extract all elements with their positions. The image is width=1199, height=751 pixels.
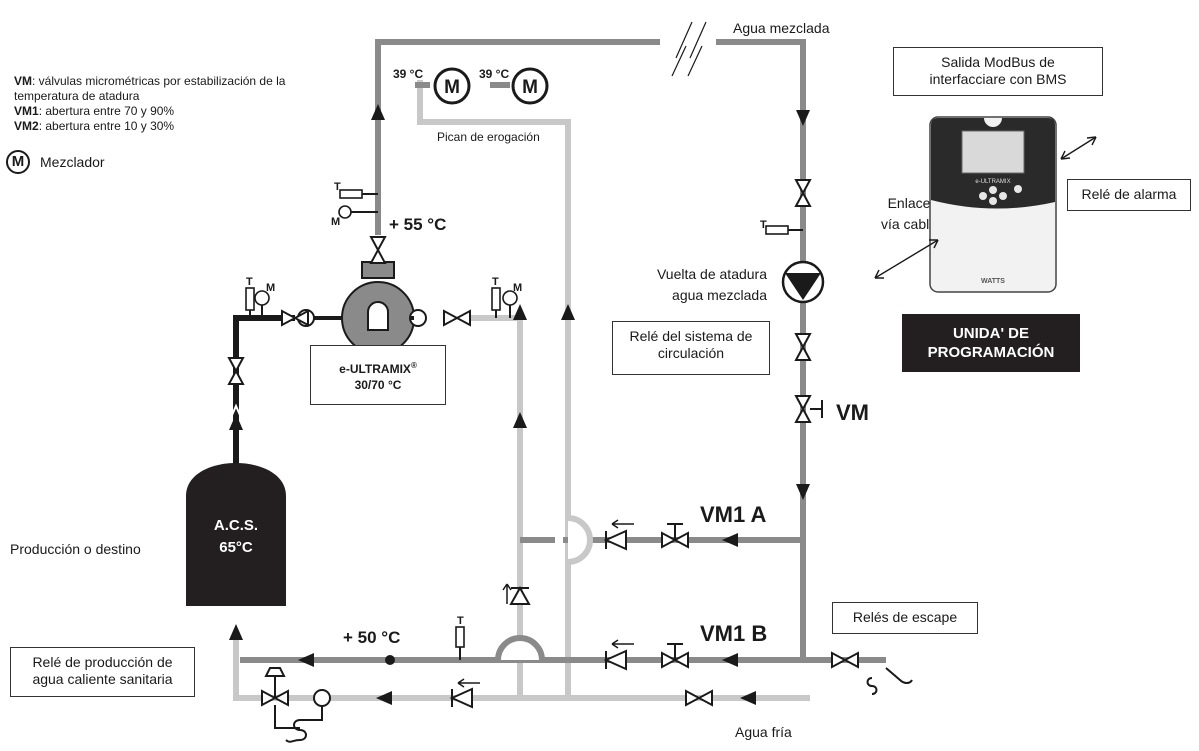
tank — [186, 463, 286, 606]
crossover-hump — [495, 635, 545, 661]
ultramix-label-box: e-ULTRAMIX®30/70 °C — [310, 345, 446, 405]
mixer-icon: M — [433, 67, 471, 105]
enlace-label-2: vía cable — [881, 216, 937, 232]
pump-icon — [781, 260, 825, 304]
link-arrows — [874, 136, 1097, 279]
temp-55-label: + 55 °C — [389, 215, 446, 234]
alarma-box: Relé de alarma — [1067, 179, 1191, 211]
flow-arrows — [229, 104, 810, 705]
legend-mixer-icon: M — [6, 150, 30, 174]
temp-39-a-label: 39 °C — [393, 67, 423, 81]
programming-unit-label: UNIDA' DE PROGRAMACIÓN — [902, 314, 1080, 372]
flow-hint-icons — [457, 519, 634, 688]
ultramix-valve — [297, 261, 427, 355]
black-pipe — [233, 315, 295, 470]
modbus-box: Salida ModBus de interfacciare con BMS — [893, 47, 1103, 96]
sensor-dot — [385, 655, 395, 665]
legend-mixer-label: Mezclador — [40, 154, 105, 170]
legend-vm2: VM2: abertura entre 10 y 30% — [14, 119, 175, 133]
tank-label-1: A.C.S. — [214, 517, 258, 534]
legend-vm1: VM1: abertura entre 70 y 90% — [14, 104, 175, 118]
mixer-icon: M — [511, 67, 549, 105]
svg-text:T: T — [334, 181, 341, 193]
svg-text:T: T — [760, 219, 767, 231]
svg-text:T: T — [457, 615, 464, 627]
device-maker: WATTS — [981, 278, 1005, 285]
temp-39-b-label: 39 °C — [479, 67, 509, 81]
tm-letters: T M T M T M T T — [246, 181, 767, 627]
legend-vm: VM: válvulas micrométricas por estabiliz… — [14, 74, 286, 103]
instrument-stems — [249, 193, 803, 660]
produccion-destino-label: Producción o destino — [10, 541, 141, 557]
agua-fria-label: Agua fría — [735, 724, 792, 740]
controller-device: e-ULTRAMIX WATTS — [929, 116, 1057, 293]
svg-text:M: M — [444, 77, 460, 98]
vuelta-label-1: Vuelta de atadura — [657, 266, 767, 282]
vm-label: VM — [836, 400, 869, 425]
valve-icons — [227, 179, 859, 707]
vm1b-label: VM1 B — [700, 621, 767, 646]
svg-text:M: M — [513, 282, 522, 294]
pican-label: Pican de erogación — [437, 130, 540, 144]
crossover-hump — [567, 515, 593, 565]
svg-text:M: M — [331, 216, 340, 228]
tank-label-2: 65°C — [219, 539, 253, 556]
pipe-break-icon — [671, 21, 707, 77]
vuelta-label-2: agua mezclada — [672, 287, 767, 303]
svg-text:T: T — [492, 276, 499, 288]
escape-box: Relés de escape — [832, 602, 978, 634]
drain-icon — [866, 667, 913, 695]
vm1-handles — [667, 523, 683, 660]
circulacion-box: Relé del sistema de circulación — [612, 321, 770, 375]
svg-text:M: M — [266, 282, 275, 294]
enlace-label-1: Enlace — [888, 195, 931, 211]
agua-mezclada-label: Agua mezclada — [733, 20, 830, 36]
temp-50-label: + 50 °C — [343, 628, 400, 647]
vm1a-label: VM1 A — [700, 502, 767, 527]
legend: VM: válvulas micrométricas por estabiliz… — [14, 74, 314, 134]
svg-text:T: T — [246, 276, 253, 288]
device-brand: e-ULTRAMIX — [975, 179, 1010, 185]
produccion-box: Relé de producción de agua caliente sani… — [10, 647, 195, 697]
check-valve-icons — [449, 529, 627, 709]
relief-valve-icon — [264, 667, 331, 743]
svg-text:M: M — [522, 77, 538, 98]
